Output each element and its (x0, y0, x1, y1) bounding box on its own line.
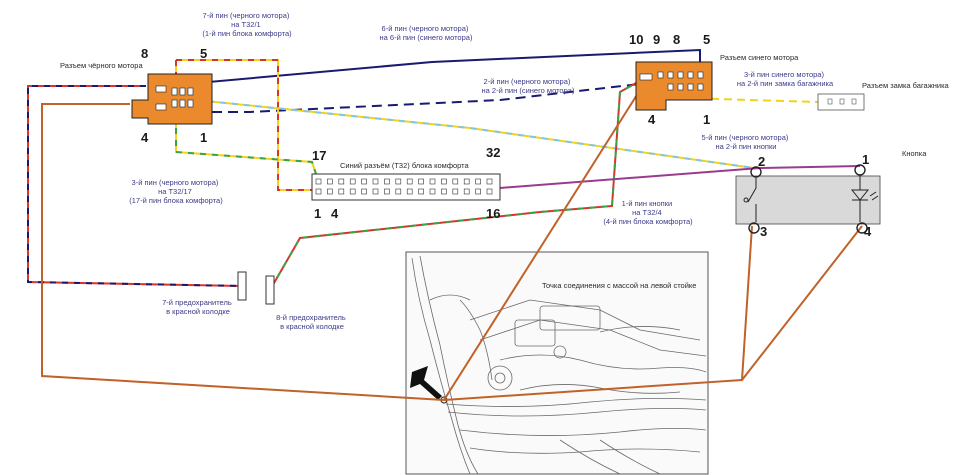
comfort-pin-17: 17 (312, 148, 326, 163)
wire-ground-blue (443, 89, 641, 401)
comfort-pin-32: 32 (486, 145, 500, 160)
t32-pin-slot (475, 178, 481, 185)
blue-pin-1: 1 (703, 112, 710, 127)
black-pin-1: 1 (200, 130, 207, 145)
t32-pin-slot (384, 178, 390, 185)
black-pin-5: 5 (200, 46, 207, 61)
ground-point-label: Точка соединения с массой на левой стойк… (542, 281, 696, 290)
comfort-pin-1: 1 (314, 206, 321, 221)
black-motor-label: Разъем чёрного мотора (60, 61, 143, 70)
comfort-t32-connector: Синий разъём (T32) блока комфорта 17 32 … (311, 145, 501, 221)
blue-pin-4: 4 (648, 112, 656, 127)
blue-pin-5: 5 (703, 32, 710, 47)
note-pin6: 6-й пин (черного мотора) на 6-й пин (син… (380, 24, 473, 42)
fuse-8 (265, 275, 275, 305)
wire-fuse7 (27, 85, 243, 287)
black-motor-connector: Разъем чёрного мотора 8 5 4 1 (60, 46, 213, 145)
t32-pin-slot (315, 188, 322, 195)
note-pin3-blue: 3-й пин синего мотора) на 2-й пин замка … (737, 70, 834, 88)
t32-pin-slot (486, 188, 493, 195)
t32-pin-slot (372, 178, 379, 185)
t32-pin-slot (338, 178, 345, 185)
wire-pin6 (185, 48, 701, 96)
t32-pin-slot (384, 188, 390, 195)
note-pin7: 7-й пин (черного мотора) на T32/1 (1-й п… (202, 11, 292, 38)
button-pin-1: 1 (862, 152, 869, 167)
t32-pin-slot (463, 188, 470, 195)
wire-pin3 (175, 104, 319, 181)
black-pin-4: 4 (141, 130, 149, 145)
note-pin5: 5-й пин (черного мотора) на 2-й пин кноп… (702, 133, 791, 151)
t32-pin-slot (475, 188, 481, 195)
button-component: Кнопка 1 2 3 4 (735, 149, 927, 239)
t32-pin-rows (315, 178, 493, 195)
button-pin-2: 2 (758, 154, 765, 169)
fuse-7 (237, 271, 247, 301)
button-pin-3: 3 (760, 224, 767, 239)
blue-pin-9: 9 (653, 32, 660, 47)
blue-motor-label: Разъем синего мотора (720, 53, 799, 62)
note-fuse8: 8-й предохранитель в красной колодке (276, 313, 348, 331)
t32-pin-slot (349, 188, 356, 195)
t32-pin-slot (327, 178, 333, 185)
t32-pin-slot (361, 188, 367, 195)
comfort-pin-16: 16 (486, 206, 500, 221)
t32-pin-slot (395, 188, 402, 195)
blue-pin-8: 8 (673, 32, 680, 47)
t32-pin-slot (486, 178, 493, 185)
t32-pin-slot (418, 178, 424, 185)
t32-pin-slot (441, 188, 447, 195)
note-button-pin1: 1-й пин кнопки на T32/4 (4-й пин блока к… (603, 199, 693, 226)
t32-pin-slot (429, 178, 436, 185)
button-label: Кнопка (902, 149, 927, 158)
blue-pin-10: 10 (629, 32, 643, 47)
annotations: 7-й пин (черного мотора) на T32/1 (1-й п… (129, 11, 834, 331)
note-pin2: 2-й пин (черного мотора) на 2-й пин (син… (482, 77, 575, 95)
wire-pin7-red (176, 59, 316, 191)
t32-pin-slot (452, 178, 459, 185)
comfort-pin-4: 4 (331, 206, 339, 221)
t32-pin-slot (349, 178, 356, 185)
t32-pin-slot (395, 178, 402, 185)
t32-pin-slot (441, 178, 447, 185)
button-pin-4: 4 (864, 224, 872, 239)
note-pin3-black: 3-й пин (черного мотора) на T32/17 (17-й… (129, 178, 223, 205)
t32-pin-slot (406, 188, 413, 195)
t32-pin-slot (406, 178, 413, 185)
comfort-connector-label: Синий разъём (T32) блока комфорта (340, 161, 470, 170)
t32-pin-slot (429, 188, 436, 195)
wire-ground-black (41, 103, 445, 401)
t32-pin-slot (327, 188, 333, 195)
trunk-lock-label: Разъем замка багажника (862, 81, 950, 90)
t32-pin-slot (452, 188, 459, 195)
ground-photo-inset: Точка соединения с массой на левой стойк… (405, 251, 709, 475)
t32-pin-slot (372, 188, 379, 195)
ground-arrow-icon (410, 366, 442, 400)
t32-pin-slot (338, 188, 345, 195)
wire-ground-button4 (741, 225, 863, 381)
t32-pin-slot (463, 178, 470, 185)
t32-pin-slot (361, 178, 367, 185)
blue-motor-connector: Разъем синего мотора 10 9 8 5 4 1 (629, 32, 799, 127)
wire-pin2 (196, 77, 693, 113)
t32-pin-slot (315, 178, 322, 185)
t32-pin-slot (418, 188, 424, 195)
black-pin-8: 8 (141, 46, 148, 61)
trunk-lock-connector: Разъем замка багажника (817, 81, 950, 111)
note-fuse7: 7-й предохранитель в красной колодке (162, 298, 234, 316)
